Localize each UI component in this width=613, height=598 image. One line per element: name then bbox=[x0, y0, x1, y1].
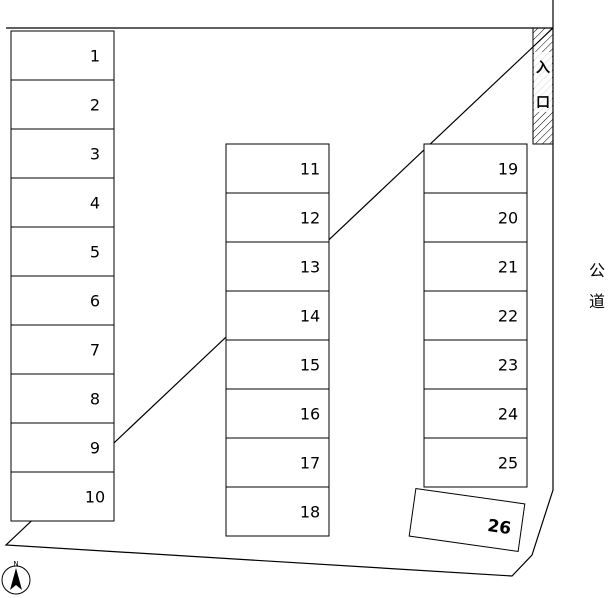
stall-box bbox=[10, 471, 115, 522]
stall-box bbox=[225, 339, 330, 390]
stall-label: 11 bbox=[300, 160, 320, 179]
stall-label: 13 bbox=[300, 258, 320, 277]
stall-label: 12 bbox=[300, 209, 320, 228]
stall-box bbox=[225, 290, 330, 341]
stall-box bbox=[423, 388, 528, 439]
stall-11: 11 bbox=[225, 143, 330, 194]
stall-10: 10 bbox=[10, 471, 115, 522]
stall-box bbox=[225, 486, 330, 537]
entrance: 入 口 bbox=[532, 27, 554, 145]
stall-label: 20 bbox=[498, 209, 518, 228]
stall-box bbox=[225, 192, 330, 243]
stall-box bbox=[10, 177, 115, 228]
stall-label: 1 bbox=[90, 47, 100, 66]
stall-box bbox=[10, 30, 115, 81]
compass-icon: N bbox=[1, 560, 31, 595]
stall-label: 15 bbox=[300, 356, 320, 375]
stall-15: 15 bbox=[225, 339, 330, 390]
stall-3: 3 bbox=[10, 128, 115, 179]
stall-box bbox=[423, 241, 528, 292]
stall-label: 6 bbox=[90, 292, 100, 311]
stall-box bbox=[423, 143, 528, 194]
stall-column-left: 1 2 3 4 5 6 7 8 9 10 bbox=[10, 30, 115, 522]
stall-8: 8 bbox=[10, 373, 115, 424]
stall-label: 8 bbox=[90, 390, 100, 409]
stall-16: 16 bbox=[225, 388, 330, 439]
stall-label: 19 bbox=[498, 160, 518, 179]
stall-24: 24 bbox=[423, 388, 528, 439]
compass-label: N bbox=[13, 560, 18, 568]
stall-1: 1 bbox=[10, 30, 115, 81]
stall-box bbox=[225, 388, 330, 439]
stall-17: 17 bbox=[225, 437, 330, 488]
stall-label: 9 bbox=[90, 439, 100, 458]
stall-21: 21 bbox=[423, 241, 528, 292]
stall-label: 17 bbox=[300, 454, 320, 473]
stall-label: 24 bbox=[498, 405, 518, 424]
stall-4: 4 bbox=[10, 177, 115, 228]
stall-label: 5 bbox=[90, 243, 100, 262]
stall-label: 21 bbox=[498, 258, 518, 277]
stall-label: 23 bbox=[498, 356, 518, 375]
entrance-label-1: 入 bbox=[536, 60, 550, 76]
stall-26-label: 26 bbox=[486, 516, 512, 539]
stall-label: 7 bbox=[90, 341, 100, 360]
stall-box bbox=[10, 79, 115, 130]
stall-25: 25 bbox=[423, 437, 528, 488]
stall-19: 19 bbox=[423, 143, 528, 194]
stall-label: 14 bbox=[300, 307, 320, 326]
stall-box bbox=[423, 339, 528, 390]
stall-box bbox=[423, 192, 528, 243]
stall-label: 16 bbox=[300, 405, 320, 424]
stall-label: 3 bbox=[90, 145, 100, 164]
stall-box bbox=[10, 324, 115, 375]
stall-label: 25 bbox=[498, 454, 518, 473]
stall-26: 26 bbox=[408, 488, 526, 552]
stall-box bbox=[10, 226, 115, 277]
road-label-1: 公 bbox=[589, 261, 605, 280]
stall-box bbox=[10, 422, 115, 473]
stall-2: 2 bbox=[10, 79, 115, 130]
stall-box bbox=[423, 290, 528, 341]
stall-18: 18 bbox=[225, 486, 330, 537]
stall-label: 4 bbox=[90, 194, 100, 213]
stall-column-right: 19 20 21 22 23 24 25 bbox=[423, 143, 528, 488]
stall-label: 18 bbox=[300, 503, 320, 522]
stall-26-box bbox=[408, 488, 526, 552]
stall-14: 14 bbox=[225, 290, 330, 341]
stall-7: 7 bbox=[10, 324, 115, 375]
stall-box bbox=[423, 437, 528, 488]
stall-label: 22 bbox=[498, 307, 518, 326]
stall-box bbox=[10, 275, 115, 326]
stall-22: 22 bbox=[423, 290, 528, 341]
stall-13: 13 bbox=[225, 241, 330, 292]
stall-6: 6 bbox=[10, 275, 115, 326]
stall-box bbox=[225, 437, 330, 488]
stall-label: 10 bbox=[85, 488, 105, 507]
stall-20: 20 bbox=[423, 192, 528, 243]
stall-label: 2 bbox=[90, 96, 100, 115]
stall-box bbox=[10, 128, 115, 179]
stall-box bbox=[10, 373, 115, 424]
stall-9: 9 bbox=[10, 422, 115, 473]
stall-box bbox=[225, 143, 330, 194]
road-label-2: 道 bbox=[589, 292, 605, 311]
entrance-label-2: 口 bbox=[536, 95, 550, 111]
stall-23: 23 bbox=[423, 339, 528, 390]
stall-column-middle: 11 12 13 14 15 16 17 18 bbox=[225, 143, 330, 537]
stall-12: 12 bbox=[225, 192, 330, 243]
stall-box bbox=[225, 241, 330, 292]
stall-5: 5 bbox=[10, 226, 115, 277]
